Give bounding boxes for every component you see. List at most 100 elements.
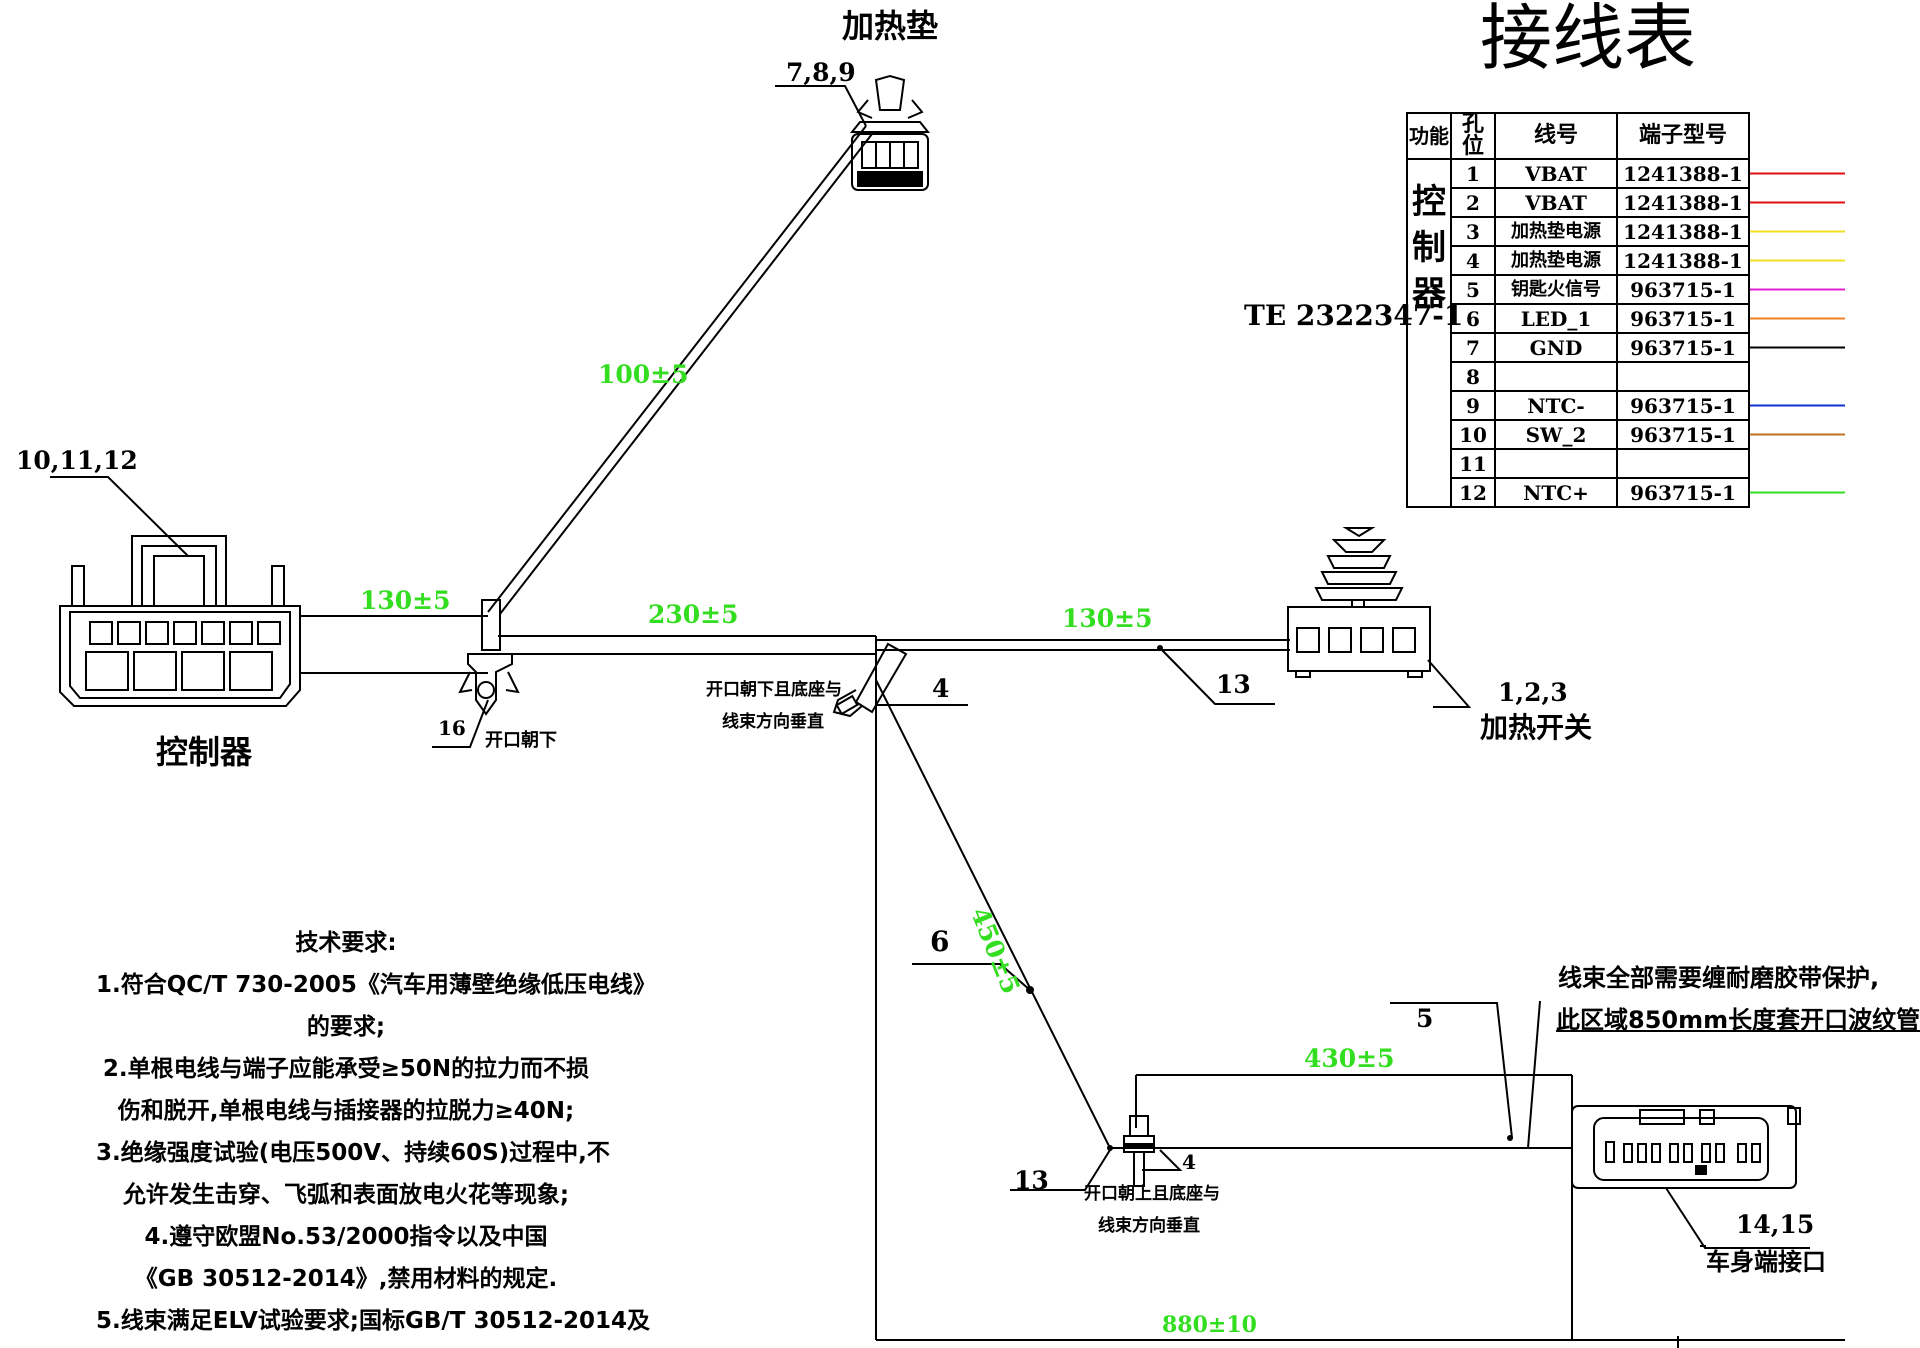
cell-terminal: 963715-1: [1616, 303, 1750, 334]
body-connector-label: 车身端接口: [1706, 1248, 1826, 1276]
dimension-230: 230±5: [648, 600, 739, 629]
body-connector-pins: 14,15: [1736, 1210, 1815, 1239]
cell-wire: 加热垫电源: [1494, 245, 1618, 276]
heating-switch-label: 加热开关: [1480, 711, 1593, 744]
cell-wire: NTC+: [1494, 477, 1618, 508]
cell-terminal: 1241388-1: [1616, 216, 1750, 247]
requirement-line: 4.遵守欧盟No.53/2000指令以及中国: [144, 1224, 548, 1250]
heating-pad-label: 加热垫: [842, 7, 939, 45]
dimension-880: 880±10: [1162, 1312, 1257, 1338]
cell-wire: 加热垫电源: [1494, 216, 1618, 247]
cell-terminal: [1616, 361, 1750, 392]
cell-terminal: 963715-1: [1616, 274, 1750, 305]
cell-hole: 3: [1450, 216, 1496, 247]
cell-hole: 11: [1450, 448, 1496, 479]
heating-switch-connector-shape: [1287, 527, 1431, 678]
dimension-430: 430±5: [1304, 1044, 1395, 1073]
cell-hole: 12: [1450, 477, 1496, 508]
cell-wire: GND: [1494, 332, 1618, 363]
technical-requirements: 技术要求: 1.符合QC/T 730-2005《汽车用薄壁绝缘低压电线》的要求;…: [96, 922, 656, 1342]
harness-drawing: [50, 74, 1845, 1348]
clip-junction-shape: [832, 642, 908, 718]
cell-wire: NTC-: [1494, 390, 1618, 421]
cell-wire: SW_2: [1494, 419, 1618, 450]
cell-terminal: 963715-1: [1616, 477, 1750, 508]
requirements-heading: 技术要求:: [295, 930, 397, 956]
cell-hole: 6: [1450, 303, 1496, 334]
clip-16-label: 开口朝下: [485, 730, 557, 751]
cell-wire: 钥匙火信号: [1494, 274, 1618, 305]
callout-13-upper: 13: [1216, 670, 1251, 699]
clip-16-number: 16: [438, 716, 466, 740]
controller-label: 控制器: [156, 733, 253, 771]
header-function: 功能: [1406, 112, 1452, 160]
cell-hole: 8: [1450, 361, 1496, 392]
cell-wire: [1494, 448, 1618, 479]
callout-4-lower: 4: [1182, 1150, 1196, 1174]
requirement-line: 《GB 30512-2014》,禁用材料的规定.: [134, 1266, 558, 1292]
cell-hole: 10: [1450, 419, 1496, 450]
dimension-130-right: 130±5: [1062, 604, 1153, 633]
table-header-row: 功能 孔位 线号 端子型号: [1406, 112, 1750, 160]
cell-terminal: 963715-1: [1616, 419, 1750, 450]
requirement-line: 5.线束满足ELV试验要求;国标GB/T 30512-2014及: [96, 1308, 651, 1334]
table-row: 11: [1407, 448, 1750, 479]
cell-terminal: 963715-1: [1616, 332, 1750, 363]
cell-wire: LED_1: [1494, 303, 1618, 334]
cell-wire: VBAT: [1494, 158, 1618, 189]
header-terminal: 端子型号: [1616, 112, 1750, 160]
cell-hole: 5: [1450, 274, 1496, 305]
requirement-line: 2.单根电线与端子应能承受≥50N的拉力而不损: [102, 1056, 590, 1082]
cell-terminal: 963715-1: [1616, 390, 1750, 421]
dimension-130-left: 130±5: [360, 586, 451, 615]
cell-hole: 2: [1450, 187, 1496, 218]
wiring-table-title: 接线表: [1480, 0, 1697, 80]
clip-16-shape: [458, 653, 520, 716]
cell-wire: VBAT: [1494, 187, 1618, 218]
cell-hole: 1: [1450, 158, 1496, 189]
heating-pad-pins: 7,8,9: [786, 58, 856, 87]
requirement-line: 3.绝缘强度试验(电压500V、持续60S)过程中,不: [96, 1140, 610, 1166]
function-cell: 控制器: [1406, 158, 1452, 508]
requirement-line: 1.符合QC/T 730-2005《汽车用薄壁绝缘低压电线》: [96, 972, 656, 998]
header-hole: 孔位: [1450, 112, 1496, 160]
cell-hole: 7: [1450, 332, 1496, 363]
wire-color-stubs: [1750, 172, 1845, 494]
requirement-line: 伤和脱开,单根电线与插接器的拉脱力≥40N;: [117, 1098, 575, 1124]
cell-terminal: 1241388-1: [1616, 158, 1750, 189]
callout-4-upper: 4: [932, 674, 950, 703]
callout-6: 6: [930, 925, 950, 958]
protection-note-2: 此区域850mm长度套开口波纹管: [1556, 1006, 1920, 1034]
clip-lower-shape: [1123, 1115, 1155, 1187]
header-wire: 线号: [1494, 112, 1618, 160]
cell-terminal: 1241388-1: [1616, 187, 1750, 218]
controller-pins: 10,11,12: [16, 446, 138, 475]
cell-terminal: 1241388-1: [1616, 245, 1750, 276]
cell-hole: 9: [1450, 390, 1496, 421]
clip-lower-label-1: 开口朝上且底座与: [1084, 1184, 1220, 1204]
callout-5: 5: [1416, 1004, 1434, 1033]
function-char: 制: [1412, 227, 1446, 268]
cell-terminal: [1616, 448, 1750, 479]
clip-junction-label-2: 线束方向垂直: [722, 712, 824, 732]
controller-connector-shape: [59, 535, 301, 707]
clip-junction-label-1: 开口朝下且底座与: [706, 680, 842, 700]
requirement-line: 的要求;: [306, 1014, 386, 1040]
function-char: 控: [1412, 182, 1446, 222]
requirement-line: 允许发生击穿、飞弧和表面放电火花等现象;: [122, 1182, 570, 1208]
heating-pad-connector-shape: [849, 74, 931, 191]
cell-wire: [1494, 361, 1618, 392]
table-row: 8: [1407, 361, 1750, 392]
heating-switch-pins: 1,2,3: [1498, 678, 1568, 707]
function-char: 器: [1412, 273, 1446, 314]
dimension-100: 100±5: [598, 360, 689, 389]
